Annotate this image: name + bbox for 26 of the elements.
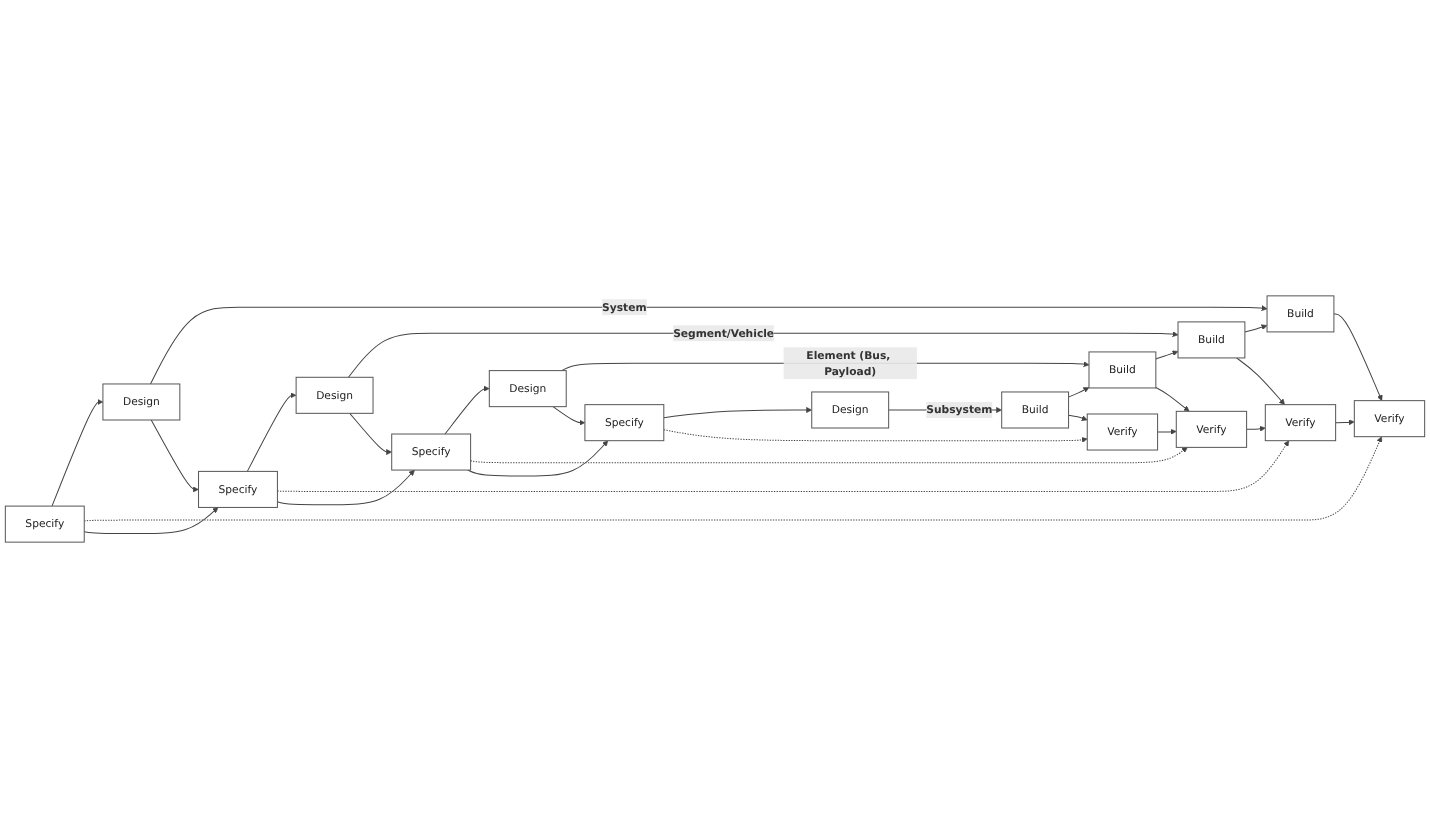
arrow bbox=[1236, 357, 1285, 405]
arrow bbox=[246, 392, 297, 472]
arrow bbox=[1157, 428, 1177, 435]
arrow bbox=[83, 436, 1383, 522]
arrow bbox=[51, 399, 104, 507]
arrow bbox=[470, 447, 1188, 464]
arrow bbox=[276, 469, 415, 506]
arrow bbox=[150, 419, 199, 493]
arrow bbox=[1335, 419, 1355, 426]
arrow bbox=[663, 407, 812, 419]
arrow bbox=[276, 440, 1290, 492]
arrow bbox=[1068, 414, 1088, 421]
arrow bbox=[1244, 324, 1268, 333]
arrow bbox=[1068, 387, 1090, 398]
arrow bbox=[552, 406, 586, 426]
arrow bbox=[83, 507, 219, 534]
arrow bbox=[1155, 387, 1190, 412]
arrow bbox=[444, 385, 490, 435]
arrow bbox=[467, 440, 609, 477]
arrow bbox=[1246, 425, 1266, 432]
arrow bbox=[149, 305, 1268, 385]
arrow bbox=[347, 331, 1179, 378]
arrow bbox=[349, 412, 392, 455]
arrow bbox=[1333, 313, 1383, 401]
arrow bbox=[663, 429, 1088, 443]
arrow bbox=[1155, 350, 1179, 360]
